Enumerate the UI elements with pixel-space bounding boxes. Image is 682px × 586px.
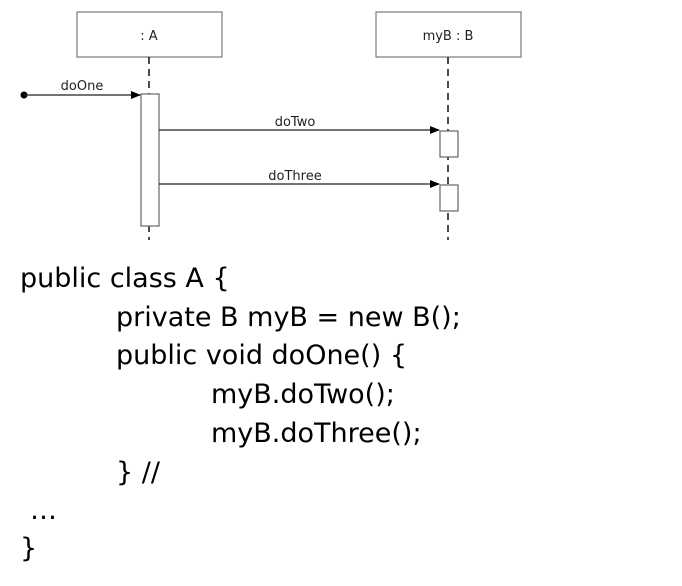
code-line-ellipsis: …: [30, 495, 57, 526]
code-line-class-close: }: [20, 533, 38, 564]
lifeline-myb-label: myB : B: [423, 29, 474, 44]
message-dothree-label: doThree: [268, 169, 321, 184]
code-line-class-declaration: public class A {: [20, 263, 230, 294]
lifeline-a-header: : A: [76, 11, 223, 58]
lifeline-myb-header: myB : B: [375, 11, 522, 58]
activation-bar-a: [140, 93, 160, 227]
code-line-method-declaration: public void doOne() {: [116, 340, 408, 371]
activation-bar-myb-dothree: [439, 184, 459, 212]
code-line-call-dothree: myB.doThree();: [211, 418, 422, 449]
message-doone-label: doOne: [61, 79, 104, 94]
lifeline-a-label: : A: [140, 29, 158, 44]
code-line-method-close: } //: [116, 457, 160, 488]
sequence-diagram: : A myB : B doOne doTwo doThree: [20, 11, 522, 240]
code-line-call-dotwo: myB.doTwo();: [211, 379, 395, 410]
activation-bar-myb-dotwo: [439, 130, 459, 158]
message-dotwo-label: doTwo: [275, 115, 316, 130]
code-line-field-declaration: private B myB = new B();: [116, 302, 461, 333]
